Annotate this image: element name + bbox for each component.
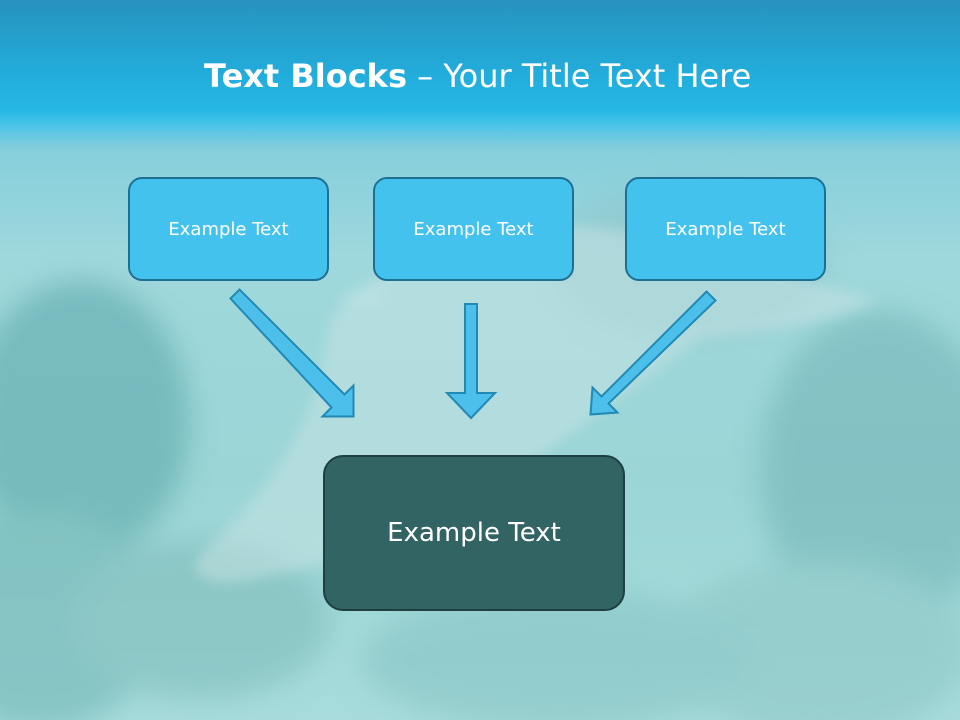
header-band — [0, 0, 960, 130]
title-rest: Your Title Text Here — [443, 57, 752, 95]
text-block-2-label: Example Text — [413, 218, 534, 240]
title-bold: Text Blocks — [204, 57, 407, 95]
slide-title: Text Blocks – Your Title Text Here — [204, 56, 751, 96]
result-block-label: Example Text — [387, 518, 561, 548]
arrow-center-down — [444, 303, 498, 420]
arrow-left-diagonal — [229, 288, 355, 418]
text-block-1-label: Example Text — [168, 218, 289, 240]
arrow-right-diagonal — [589, 290, 717, 416]
result-block[interactable]: Example Text — [323, 455, 625, 611]
title-dash: – — [407, 57, 444, 95]
text-block-1[interactable]: Example Text — [128, 177, 329, 281]
text-block-3-label: Example Text — [665, 218, 786, 240]
text-block-3[interactable]: Example Text — [625, 177, 826, 281]
text-block-2[interactable]: Example Text — [373, 177, 574, 281]
